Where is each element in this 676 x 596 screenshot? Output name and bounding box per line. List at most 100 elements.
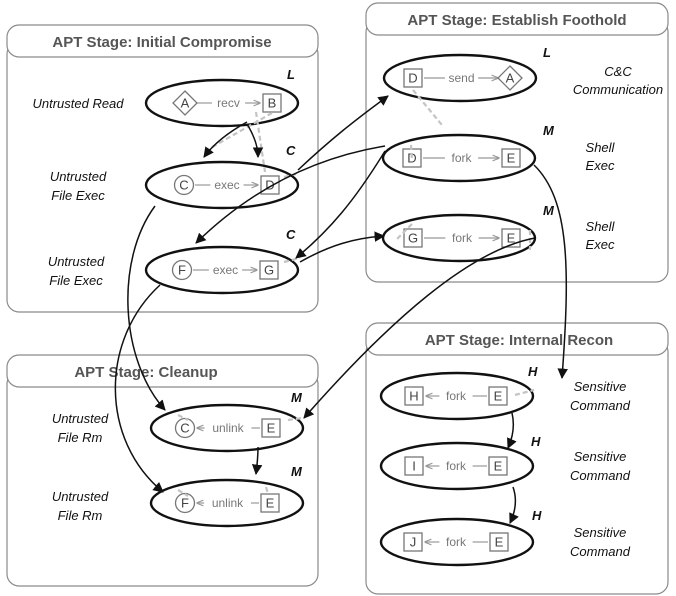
event-description: Untrusted — [50, 169, 107, 184]
edge-label: exec — [214, 178, 239, 192]
node-label: D — [407, 151, 416, 166]
node-label: C — [180, 421, 189, 436]
flow-arrow — [251, 446, 263, 476]
panel-title: APT Stage: Cleanup — [74, 364, 217, 381]
flow-arrow — [299, 231, 386, 263]
node-label: C — [179, 178, 188, 193]
event-ellipse — [149, 478, 305, 528]
node-label: E — [495, 535, 504, 550]
process-node: G — [403, 228, 423, 248]
process-node: C — [174, 417, 196, 439]
node-label: G — [264, 263, 274, 278]
dashed-link — [177, 489, 189, 497]
process-node: A — [497, 65, 523, 91]
node-label: E — [507, 151, 516, 166]
event-description: File Exec — [49, 273, 103, 288]
node-label: A — [506, 71, 515, 86]
event-description: Untrusted — [52, 411, 109, 426]
process-node: E — [488, 386, 508, 406]
process-node: E — [488, 456, 508, 476]
severity-level: H — [531, 434, 541, 449]
event-ellipse — [144, 245, 300, 295]
process-node: E — [260, 493, 280, 513]
node-label: B — [268, 96, 277, 111]
event-description: Exec — [586, 237, 615, 252]
event-description: Sensitive — [574, 379, 627, 394]
event-ellipse — [379, 517, 535, 567]
severity-level: L — [543, 45, 551, 60]
edge-label: unlink — [212, 421, 244, 435]
dashed-link — [287, 416, 303, 422]
event-ellipse — [149, 403, 305, 453]
dashed-link — [409, 144, 414, 161]
edge-label: fork — [452, 231, 473, 245]
node-label: F — [178, 263, 186, 278]
process-node: E — [501, 148, 521, 168]
process-node: F — [174, 492, 196, 514]
flow-arrow — [203, 121, 248, 158]
edge-label: send — [448, 71, 474, 85]
event-description: File Exec — [51, 188, 105, 203]
edge-label: fork — [446, 389, 467, 403]
event-ellipse — [379, 371, 535, 421]
event-description: Command — [570, 468, 631, 483]
panel-title: APT Stage: Internal Recon — [425, 332, 613, 349]
severity-level: M — [291, 390, 303, 405]
event-description: Sensitive — [574, 525, 627, 540]
severity-level: C — [286, 143, 296, 158]
process-node: G — [259, 260, 279, 280]
edge-label: exec — [213, 263, 238, 277]
panel-title: APT Stage: Initial Compromise — [52, 34, 271, 51]
node-label: I — [412, 459, 416, 474]
node-label: E — [507, 231, 516, 246]
event-description: Exec — [586, 158, 615, 173]
node-label: E — [494, 459, 503, 474]
node-label: A — [181, 96, 190, 111]
event-description: File Rm — [58, 508, 103, 523]
node-label: F — [181, 496, 189, 511]
severity-level: H — [532, 508, 542, 523]
flow-arrow — [507, 412, 517, 449]
edge-label: recv — [217, 96, 240, 110]
dashed-link — [177, 414, 189, 421]
severity-level: M — [543, 123, 555, 138]
flow-arrow — [297, 95, 389, 171]
event-description: Untrusted — [52, 489, 109, 504]
process-node: E — [261, 418, 281, 438]
process-node: D — [402, 148, 422, 168]
severity-level: C — [286, 227, 296, 242]
dashed-link — [206, 112, 273, 151]
severity-level: H — [528, 364, 538, 379]
node-label: G — [408, 231, 418, 246]
process-node: I — [404, 456, 424, 476]
event-description: Command — [570, 544, 631, 559]
panel-title: APT Stage: Establish Foothold — [407, 12, 626, 29]
dashed-link — [254, 111, 267, 173]
edge-label: fork — [446, 535, 467, 549]
process-node: A — [172, 90, 198, 116]
process-node: E — [489, 532, 509, 552]
node-label: J — [410, 535, 417, 550]
node-label: E — [266, 496, 275, 511]
process-node: D — [403, 68, 423, 88]
dashed-link — [264, 486, 270, 495]
event-description: Shell — [586, 219, 616, 234]
event-description: File Rm — [58, 430, 103, 445]
flow-arrow — [533, 164, 568, 380]
panel-cleanup: APT Stage: Cleanup — [6, 354, 319, 587]
event-description: Communication — [573, 82, 663, 97]
event-ellipse — [144, 160, 300, 210]
dashed-connectors — [177, 89, 535, 497]
process-node: J — [403, 532, 423, 552]
dashed-link — [394, 223, 413, 242]
node-label: D — [265, 178, 274, 193]
flow-arrow — [509, 486, 519, 524]
process-node: B — [262, 93, 282, 113]
flow-arrow — [195, 145, 386, 244]
